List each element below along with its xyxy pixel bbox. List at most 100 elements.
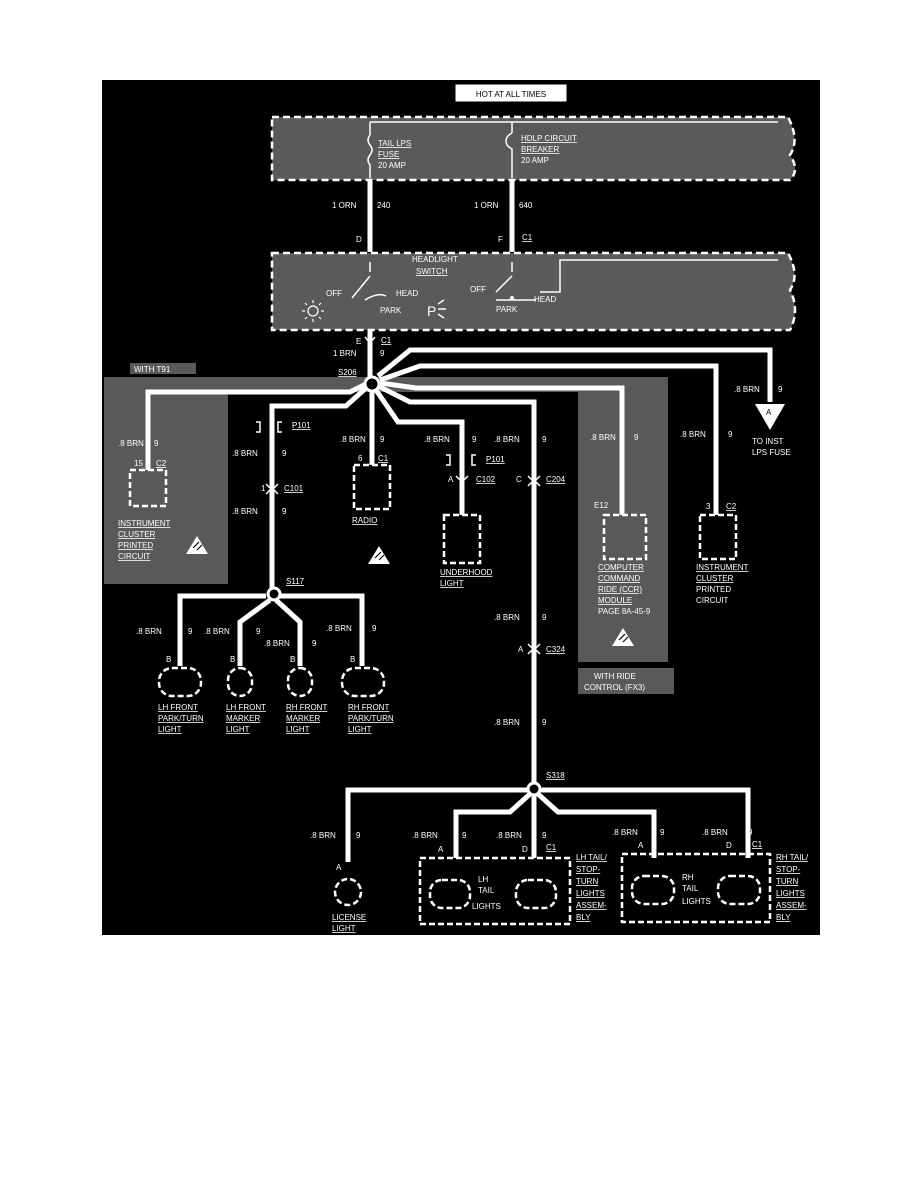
lh-marker-label-1: LH FRONT — [226, 703, 266, 712]
ic-right-label-4: CIRCUIT — [696, 596, 729, 605]
ride-control-label-box — [578, 668, 674, 694]
rh-park-label-1: RH FRONT — [348, 703, 389, 712]
rh-park-label-2: PARK/TURN — [348, 714, 394, 723]
rh-marker-label-2: MARKER — [286, 714, 320, 723]
radio-pin: 6 — [358, 454, 363, 463]
rh-park-light-bulb — [340, 666, 386, 698]
right-switch-blade — [495, 262, 513, 293]
fuse-block-shade — [272, 117, 795, 180]
lh-tail-inner-2: TAIL — [478, 886, 495, 895]
wire-640-number: 640 — [519, 201, 533, 210]
wire-label-s117-lower-num: 9 — [282, 507, 287, 516]
pin-d-label: D — [356, 235, 362, 244]
fuse-element — [367, 134, 373, 178]
wire-240-color: 1 ORN — [332, 201, 357, 210]
lh-tail-bulb-2 — [514, 878, 558, 910]
radio-label: RADIO — [352, 516, 377, 525]
wire-label-ccr-num: 9 — [634, 433, 639, 442]
wire-label-rh-tail-a-num: 9 — [660, 828, 665, 837]
wire-640-color: 1 ORN — [474, 201, 499, 210]
left-switch-blade — [351, 262, 371, 299]
wire-label-radio-color: .8 BRN — [340, 435, 366, 444]
fuse-label-line-1: TAIL LPS — [378, 139, 411, 148]
rh-park-label-3: LIGHT — [348, 725, 372, 734]
wire-s117-branches — [177, 593, 365, 666]
light-symbol-icon — [302, 300, 324, 322]
ride-control-label-1: WITH RIDE — [594, 672, 636, 681]
lh-tail-bulb-1 — [428, 878, 472, 910]
fuse-label-line-2: FUSE — [378, 150, 399, 159]
wire-label-ccr-color: .8 BRN — [590, 433, 616, 442]
wire-label-rh-tail-a-color: .8 BRN — [612, 828, 638, 837]
p101-underhood-label: P101 — [486, 455, 505, 464]
switch-output-wire-color: 1 BRN — [333, 349, 357, 358]
lh-tail-assy-1: LH TAIL/ — [576, 853, 608, 862]
breaker-element — [505, 132, 513, 178]
pin-f-label: F — [498, 235, 503, 244]
wire-label-s318-top-color: .8 BRN — [494, 435, 520, 444]
fuse-label-line-3: 20 AMP — [378, 161, 406, 170]
left-park-arc — [364, 293, 387, 301]
switch-pin-e: E — [356, 337, 361, 346]
splice-s318 — [526, 781, 542, 797]
lh-tail-assy-5: ASSEM- — [576, 901, 607, 910]
wire-label-s318-top-num: 9 — [542, 435, 547, 444]
inst-fuse-label-1: TO INST — [752, 437, 784, 446]
ic-right-label-1: INSTRUMENT — [696, 563, 749, 572]
wire-label-inst-fuse-color: .8 BRN — [734, 385, 760, 394]
ic-left-label-4: CIRCUIT — [118, 552, 151, 561]
wire-label-ic-right-color: .8 BRN — [680, 430, 706, 439]
wire-label-s117-lower-color: .8 BRN — [232, 507, 258, 516]
wire-label-underhood-num: 9 — [472, 435, 477, 444]
ic-left-box — [128, 468, 168, 508]
c102-label: C102 — [476, 475, 496, 484]
license-label-1: LICENSE — [332, 913, 366, 922]
c101-pin: 1 — [261, 484, 266, 493]
license-label-2: LIGHT — [332, 924, 356, 933]
inst-fuse-triangle — [755, 404, 785, 430]
wire-label-lh-park-color: .8 BRN — [136, 627, 162, 636]
wire-s206-to-ic-right — [379, 363, 719, 515]
rh-tail-pin-d: D — [726, 841, 732, 850]
lh-park-pin: B — [166, 655, 171, 664]
rh-tail-bulb-2 — [716, 874, 762, 906]
wire-label-lh-marker-num: 9 — [256, 627, 261, 636]
left-switch-park: PARK — [380, 306, 402, 315]
wire-label-license-color: .8 BRN — [310, 831, 336, 840]
splice-s117 — [266, 586, 282, 602]
breaker-label-line-2: BREAKER — [521, 145, 559, 154]
wire-s206-to-s117 — [269, 386, 368, 590]
wire-s318-branches — [345, 787, 751, 862]
wire-label-c324-lower-color: .8 BRN — [494, 718, 520, 727]
lh-park-light-bulb — [157, 666, 203, 698]
lh-tail-inner-3: LIGHTS — [472, 902, 501, 911]
left-switch-head: HEAD — [396, 289, 418, 298]
inst-fuse-ref: A — [766, 408, 772, 417]
ic-left-label-1: INSTRUMENT — [118, 519, 171, 528]
breaker-label-line-1: HDLP CIRCUIT — [521, 134, 577, 143]
c102-symbol — [455, 475, 469, 484]
p101-left-label: P101 — [292, 421, 311, 430]
wire-label-c324-upper-num: 9 — [542, 613, 547, 622]
rh-tail-inner-2: TAIL — [682, 884, 699, 893]
lh-tail-assembly-box — [418, 856, 572, 926]
esd-icon-radio — [368, 546, 390, 564]
right-switch-off: OFF — [470, 285, 486, 294]
c204-label: C204 — [546, 475, 566, 484]
lh-tail-inner-1: LH — [478, 875, 488, 884]
headlight-switch-label-1: HEADLIGHT — [412, 255, 458, 264]
right-switch-park: PARK — [496, 305, 518, 314]
lh-marker-pin: B — [230, 655, 235, 664]
wire-s206-to-ic-left — [145, 381, 368, 470]
underhood-light-box — [442, 513, 482, 565]
lh-tail-assy-4: LIGHTS — [576, 889, 605, 898]
wire-label-s117-upper-num: 9 — [282, 449, 287, 458]
wire-label-c324-lower-num: 9 — [542, 718, 547, 727]
rh-marker-label-3: LIGHT — [286, 725, 310, 734]
headlight-switch-outline — [270, 251, 797, 332]
t91-shaded-area — [104, 377, 668, 584]
lh-park-label-3: LIGHT — [158, 725, 182, 734]
rh-tail-assy-1: RH TAIL/ — [776, 853, 809, 862]
wire-s206-to-inst-fuse — [376, 347, 773, 402]
